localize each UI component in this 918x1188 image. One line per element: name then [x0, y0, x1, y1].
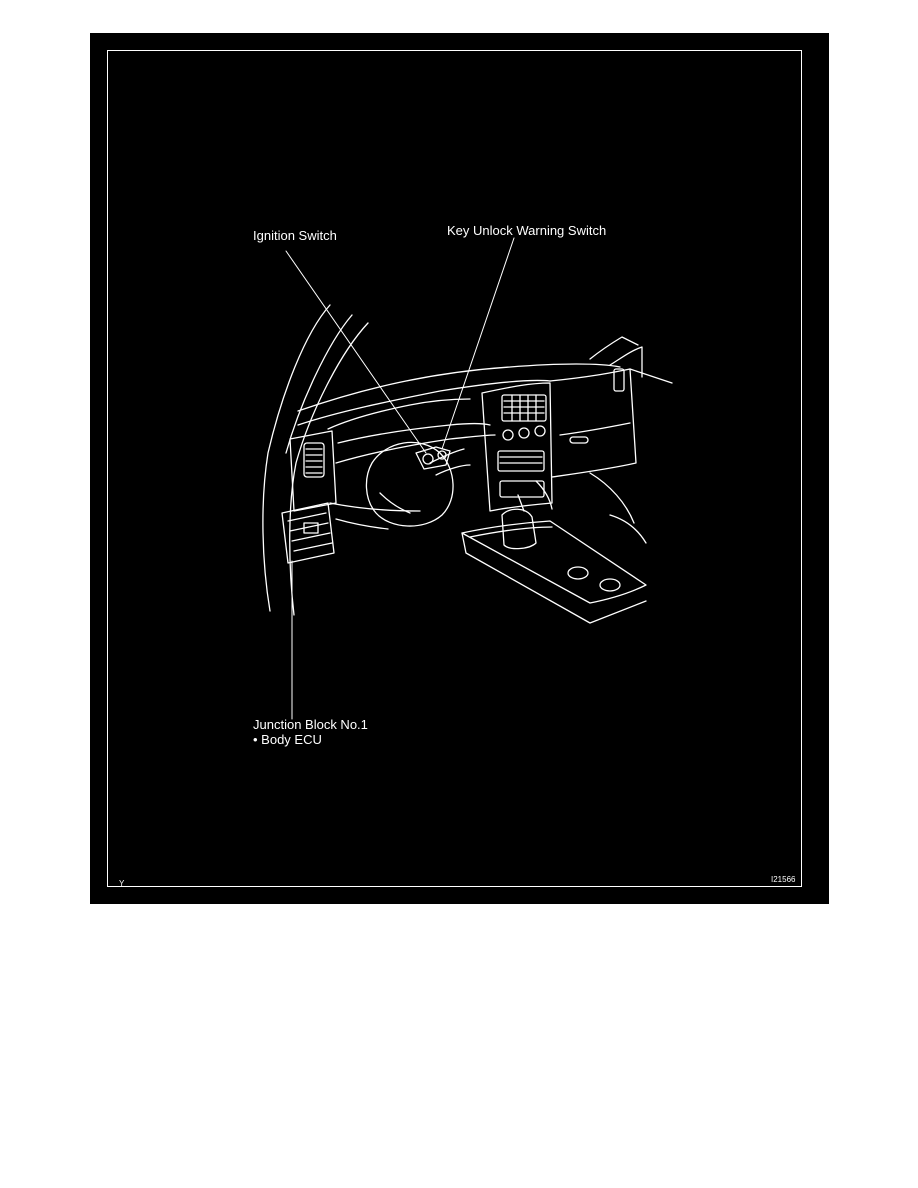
right-dash-edge	[629, 368, 673, 384]
windshield-right	[589, 336, 639, 360]
left-vent-slats	[305, 448, 323, 474]
ignition-switch-leader	[285, 250, 427, 454]
shifter-boot	[501, 508, 537, 550]
left-vent	[303, 442, 325, 478]
figure-id-label: I21566	[771, 875, 796, 884]
a-pillar-edge	[285, 314, 353, 454]
pedal-area	[379, 492, 411, 514]
a-pillar-inner	[289, 322, 369, 616]
diagram-frame	[107, 50, 802, 887]
steering-wheel	[365, 441, 454, 527]
center-vent	[501, 394, 547, 422]
right-dash	[549, 368, 637, 478]
hvac-knob-2	[518, 427, 530, 439]
cupholder-2	[599, 578, 621, 592]
junction-block-connector	[303, 522, 319, 534]
junction-block-label: Junction Block No.1	[253, 717, 368, 732]
instrument-hood	[327, 398, 471, 430]
windshield-right-2	[609, 346, 643, 378]
lower-dash	[329, 502, 421, 512]
diagram-figure: Ignition Switch Key Unlock Warning Switc…	[90, 33, 829, 904]
tunnel	[535, 480, 553, 510]
cupholder-1	[567, 566, 589, 580]
dash-face	[297, 379, 551, 426]
left-dash-panel	[289, 430, 337, 512]
dash-top	[297, 363, 621, 412]
hvac-knob-1	[502, 429, 514, 441]
console-top	[469, 526, 553, 538]
ignition-cylinder-2	[437, 450, 447, 460]
door-line-right	[589, 472, 635, 524]
glovebox-handle	[569, 436, 589, 444]
center-stack	[481, 382, 553, 512]
junction-block-detail	[287, 512, 333, 552]
instrument-hood-lower	[335, 434, 496, 464]
steering-column-2	[435, 464, 471, 476]
center-vent-grid	[503, 394, 545, 422]
key-unlock-warning-switch-label: Key Unlock Warning Switch	[447, 223, 607, 238]
a-pillar-outer	[262, 304, 331, 612]
lower-panel	[499, 480, 545, 498]
glovebox	[559, 422, 631, 436]
console	[461, 520, 647, 604]
dashboard-line-art	[262, 237, 673, 720]
knee-panel	[335, 518, 389, 530]
right-vent	[613, 368, 625, 392]
shifter-stick	[517, 494, 525, 512]
meter-panel	[337, 422, 491, 444]
combination-switch	[415, 446, 451, 470]
radio-unit	[497, 450, 545, 472]
ignition-switch-label: Ignition Switch	[253, 228, 337, 243]
console-side	[461, 532, 647, 624]
junction-block	[281, 502, 335, 564]
view-code-label: Y	[119, 879, 125, 888]
floor-line	[609, 514, 647, 544]
body-ecu-label: • Body ECU	[253, 732, 322, 747]
key-unlock-switch-leader	[441, 237, 515, 450]
hvac-knob-3	[534, 425, 546, 437]
ignition-cylinder	[422, 453, 434, 465]
radio-slots	[499, 456, 543, 464]
